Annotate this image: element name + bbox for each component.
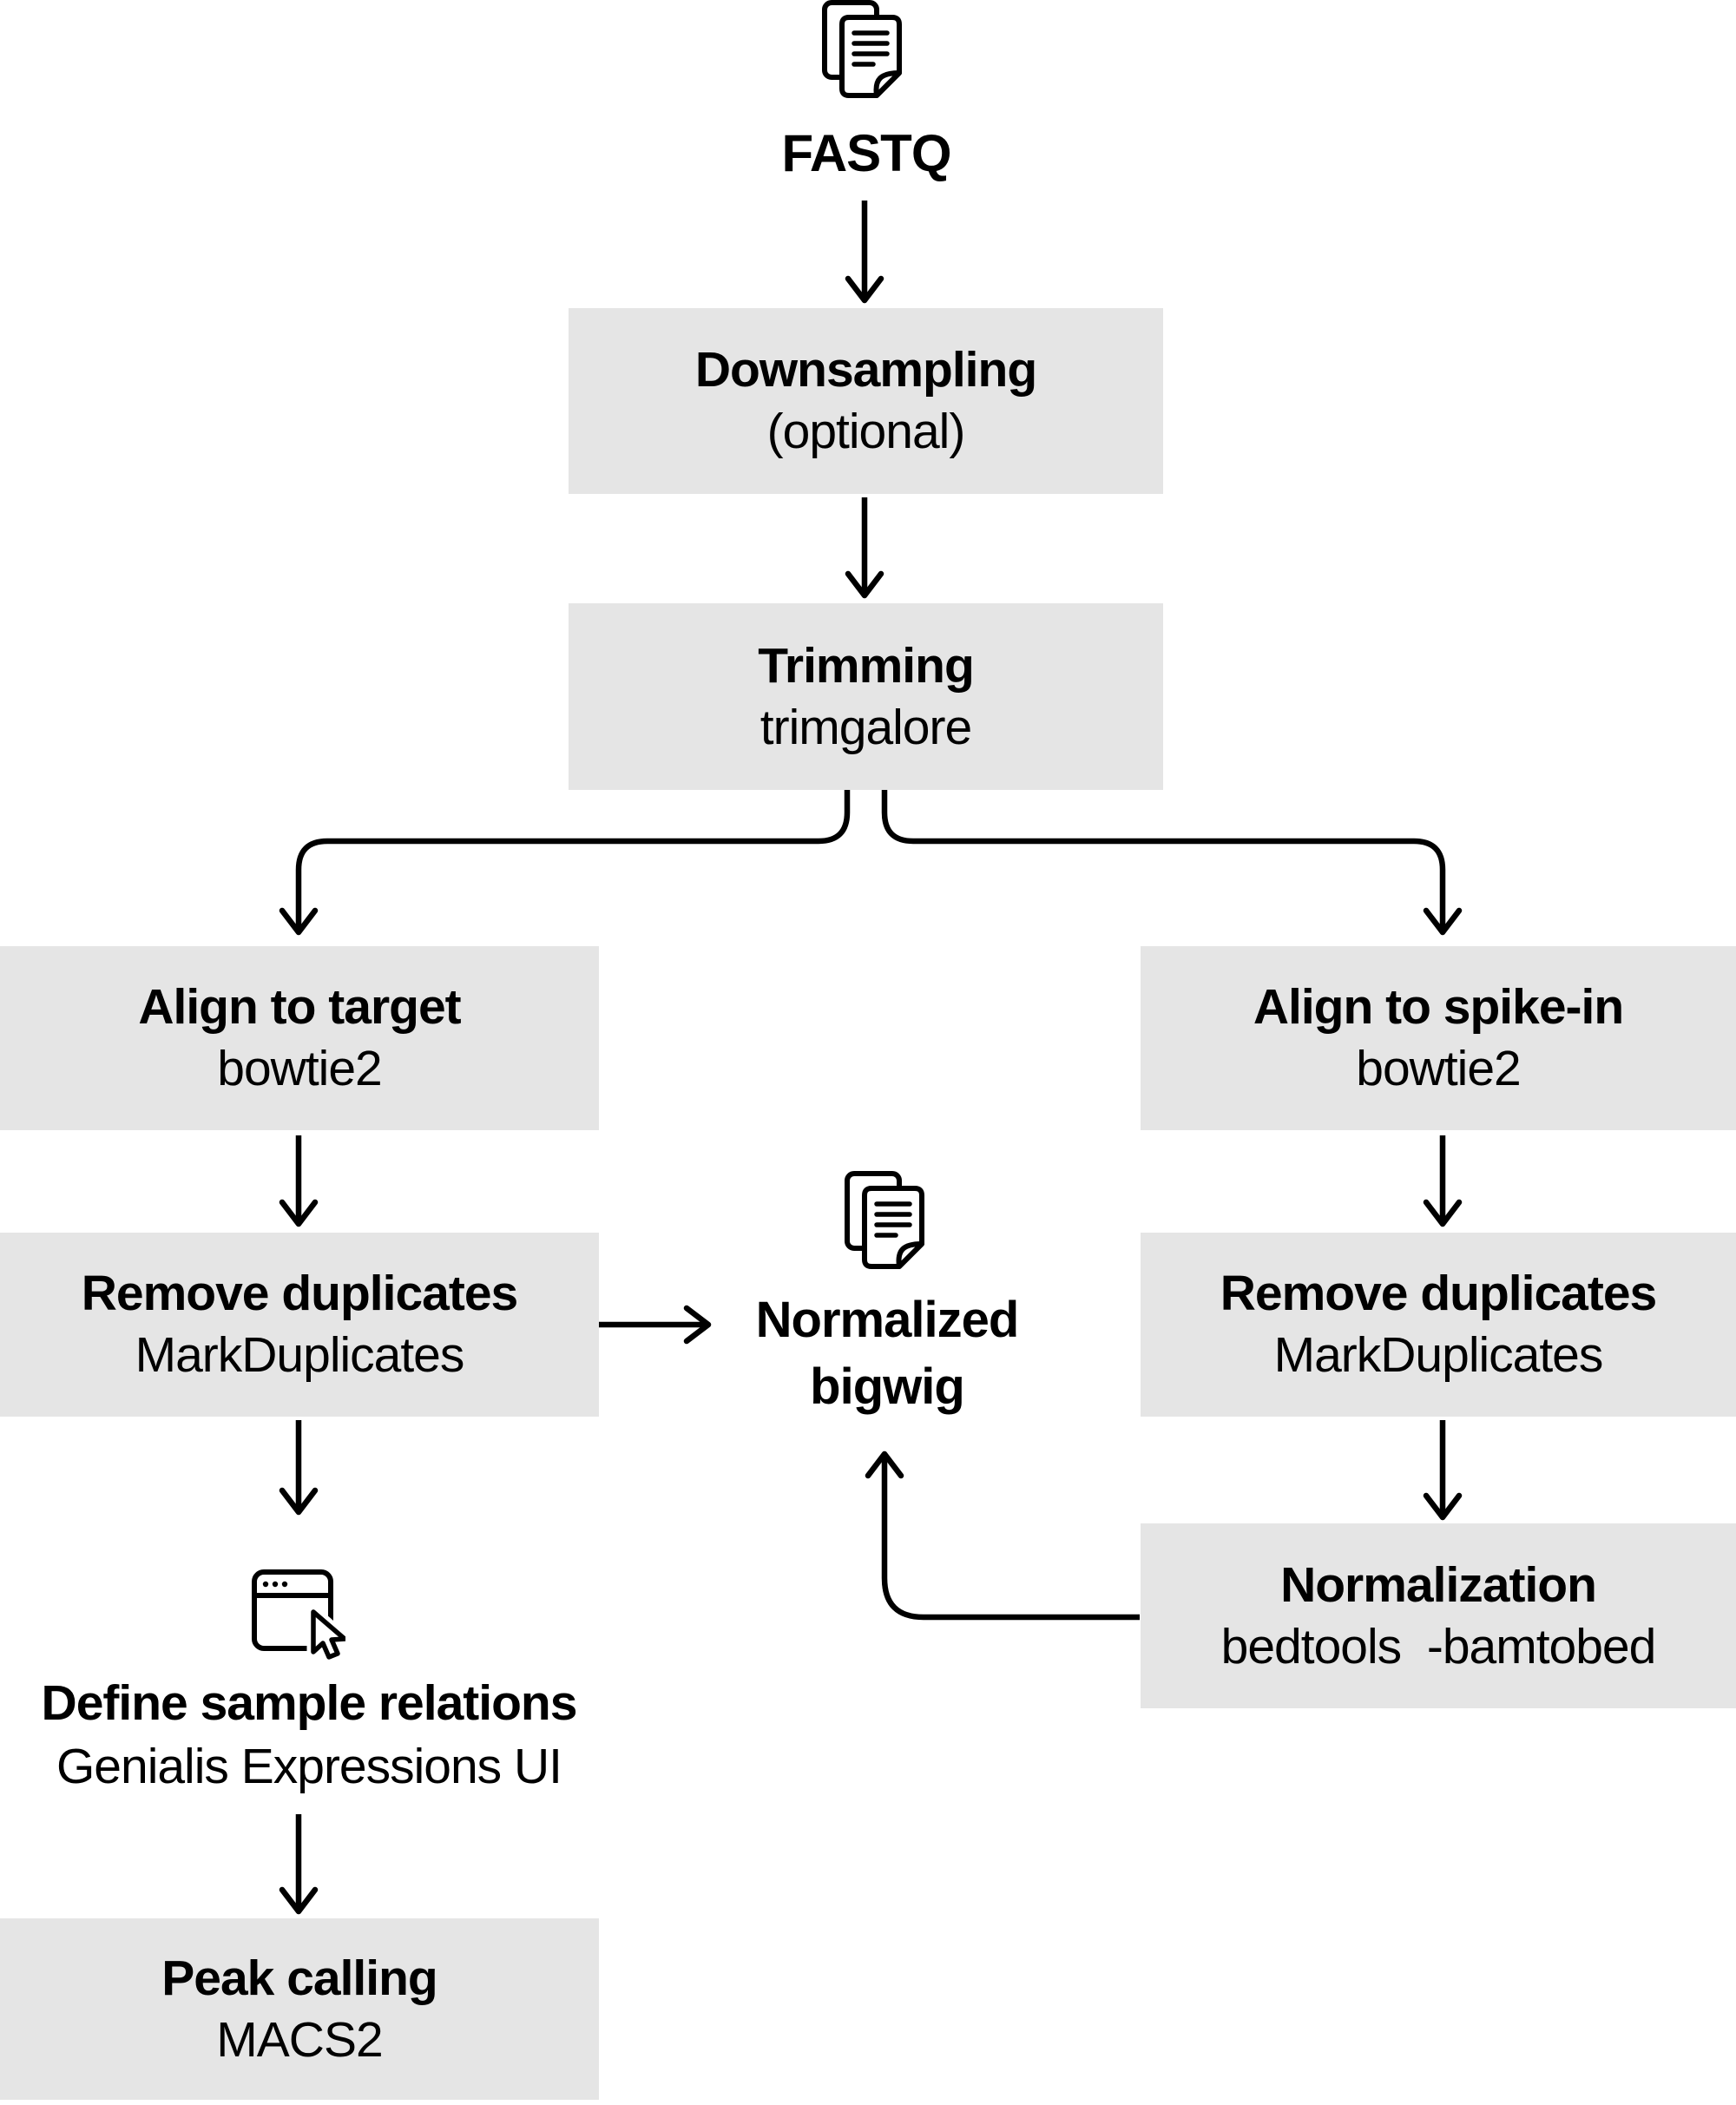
node-remove-duplicates-spikein: Remove duplicates MarkDuplicates [1141,1233,1736,1417]
node-downsampling-title: Downsampling [694,342,1037,398]
arrow-align-spikein-to-remove-duplicates [1423,1135,1463,1227]
define-sample-relations-title-text: Define sample relations [41,1674,578,1731]
node-remove-duplicates-spikein-subtitle: MarkDuplicates [1273,1327,1604,1383]
browser-cursor-icon [252,1569,345,1663]
define-sample-relations-title: Define sample relations [0,1672,618,1734]
documents-icon [822,0,902,98]
node-normalization: Normalization bedtools -bamtobed [1141,1523,1736,1708]
define-sample-relations-subtitle: Genialis Expressions UI [0,1735,618,1798]
node-align-to-target-subtitle: bowtie2 [217,1041,382,1096]
arrow-downsampling-to-trimming [845,497,884,599]
arrow-remove-duplicates-to-normalized-bigwig [599,1305,712,1345]
normalized-bigwig-label: Normalized bigwig [670,1286,1104,1421]
node-align-to-target-title: Align to target [138,979,461,1035]
node-align-to-spikein: Align to spike-in bowtie2 [1141,946,1736,1130]
node-remove-duplicates-target-title: Remove duplicates [81,1266,519,1321]
node-align-to-spikein-title: Align to spike-in [1253,979,1624,1035]
node-peak-calling-subtitle: MACS2 [216,2011,383,2068]
node-remove-duplicates-spikein-title: Remove duplicates [1220,1266,1658,1321]
arrow-trimming-to-align-target [279,786,851,936]
node-peak-calling-title: Peak calling [161,1950,438,2006]
fastq-label-text: FASTQ [781,123,951,182]
arrow-remove-duplicates-to-normalization [1423,1420,1463,1521]
arrow-normalization-to-normalized-bigwig [865,1450,1140,1621]
node-align-to-target: Align to target bowtie2 [0,946,599,1130]
normalized-bigwig-line1: Normalized [755,1292,1020,1348]
node-downsampling-subtitle: (optional) [766,404,966,459]
node-normalization-subtitle: bedtools -bamtobed [1220,1618,1657,1674]
node-peak-calling: Peak calling MACS2 [0,1918,599,2100]
arrow-align-target-to-remove-duplicates [279,1135,319,1227]
normalized-bigwig-line2: bigwig [810,1358,965,1415]
node-remove-duplicates-target-subtitle: MarkDuplicates [135,1327,465,1383]
node-align-to-spikein-subtitle: bowtie2 [1356,1041,1521,1096]
cursor-arrow [311,1609,345,1660]
define-sample-relations-subtitle-text: Genialis Expressions UI [56,1738,562,1794]
node-downsampling: Downsampling (optional) [569,308,1163,494]
arrow-trimming-to-align-spikein [881,786,1463,936]
node-trimming-subtitle: trimgalore [760,699,972,755]
documents-icon [845,1171,924,1269]
node-trimming-title: Trimming [758,637,975,694]
fastq-label: FASTQ [693,123,1040,182]
arrow-define-relations-to-peak-calling [279,1814,319,1915]
arrow-remove-duplicates-to-define-relations [279,1420,319,1516]
arrow-fastq-to-downsampling [845,201,884,304]
node-normalization-title: Normalization [1280,1556,1597,1613]
node-trimming: Trimming trimgalore [569,603,1163,790]
node-remove-duplicates-target: Remove duplicates MarkDuplicates [0,1233,599,1417]
